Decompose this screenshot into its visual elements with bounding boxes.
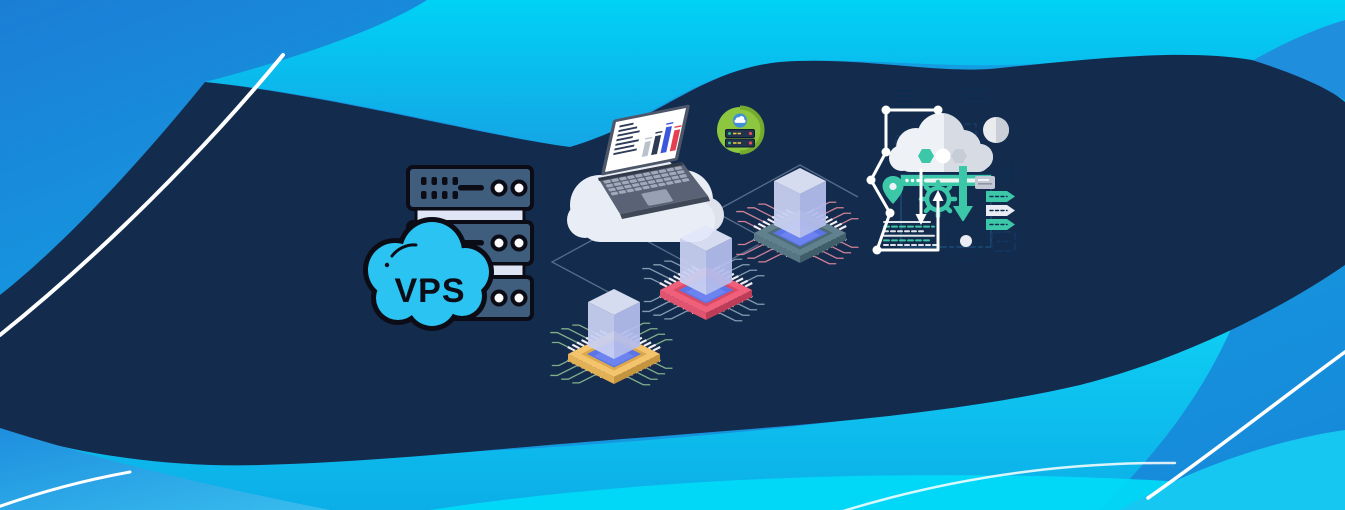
cpu-chip-slate	[736, 168, 859, 265]
vps-cloud-accent-dot	[384, 262, 390, 268]
accent-line-bottom-left	[0, 470, 132, 508]
mini-bar-chart	[1000, 139, 1018, 183]
vps-label: VPS	[394, 272, 465, 310]
cpu-chips-illustration	[550, 168, 859, 386]
laptop-screen	[601, 104, 690, 176]
laptop-hinge	[598, 162, 683, 181]
two-tone-circle	[983, 117, 1009, 143]
indicator-light	[490, 179, 508, 197]
faint-text-lines	[893, 88, 990, 107]
arrow-banners	[986, 191, 1015, 230]
target-icon	[945, 220, 987, 262]
accent-line-top-left	[0, 53, 285, 337]
server-rack-illustration: VPS	[363, 165, 534, 331]
screen-display	[605, 108, 687, 172]
cpu-chip-yellow	[550, 289, 673, 386]
trackpad	[641, 189, 673, 206]
laptop-deck-front-edge	[620, 196, 710, 219]
indicator-light	[490, 289, 508, 307]
dark-navy-center	[0, 54, 1345, 466]
location-pin-icon	[882, 176, 904, 204]
top-cyan-band	[205, 0, 1345, 148]
screen-text-lines	[613, 122, 640, 156]
vps-cloud-fill	[368, 222, 489, 326]
hexagon-node-teal	[918, 149, 934, 163]
badge-server-bars	[725, 129, 755, 148]
hexagon-node-gray	[951, 149, 967, 163]
vps-cloud: VPS	[363, 217, 494, 331]
screen-bar-chart	[641, 121, 682, 158]
indicator-light	[510, 179, 528, 197]
server-unit	[406, 165, 534, 211]
indicator-light	[510, 289, 528, 307]
down-arrow-white-icon	[915, 168, 927, 225]
indicator-light	[490, 234, 508, 252]
server-badge-icon	[717, 105, 765, 155]
up-arrowhead	[932, 190, 944, 201]
keyboard-keys	[603, 166, 690, 206]
isometric-cube	[774, 168, 826, 238]
isometric-cube	[680, 225, 732, 295]
accent-line-bottom-center	[842, 461, 1177, 510]
circle-node-white	[935, 148, 951, 164]
cpu-chip-red	[642, 225, 765, 322]
badge-cloud-icon	[734, 116, 746, 123]
cloud-computing-diagram	[866, 88, 1018, 262]
browser-card-icon	[975, 176, 995, 189]
bottom-left-blue-wave	[0, 428, 330, 510]
isometric-cube	[588, 289, 640, 359]
bottom-right-corner-wave	[1120, 430, 1345, 510]
top-right-blue-wedge	[1252, 20, 1345, 100]
bottom-bright-strip	[430, 475, 1345, 510]
network-path	[866, 105, 944, 255]
indicator-light	[510, 234, 528, 252]
laptop-on-cloud-illustration	[567, 104, 724, 242]
accent-line-bottom-right	[1146, 350, 1345, 500]
download-arrow-teal-icon	[953, 166, 973, 222]
dashed-selection-box	[991, 231, 1016, 252]
vps-cloud-accent	[390, 243, 418, 258]
laptop	[598, 104, 710, 219]
